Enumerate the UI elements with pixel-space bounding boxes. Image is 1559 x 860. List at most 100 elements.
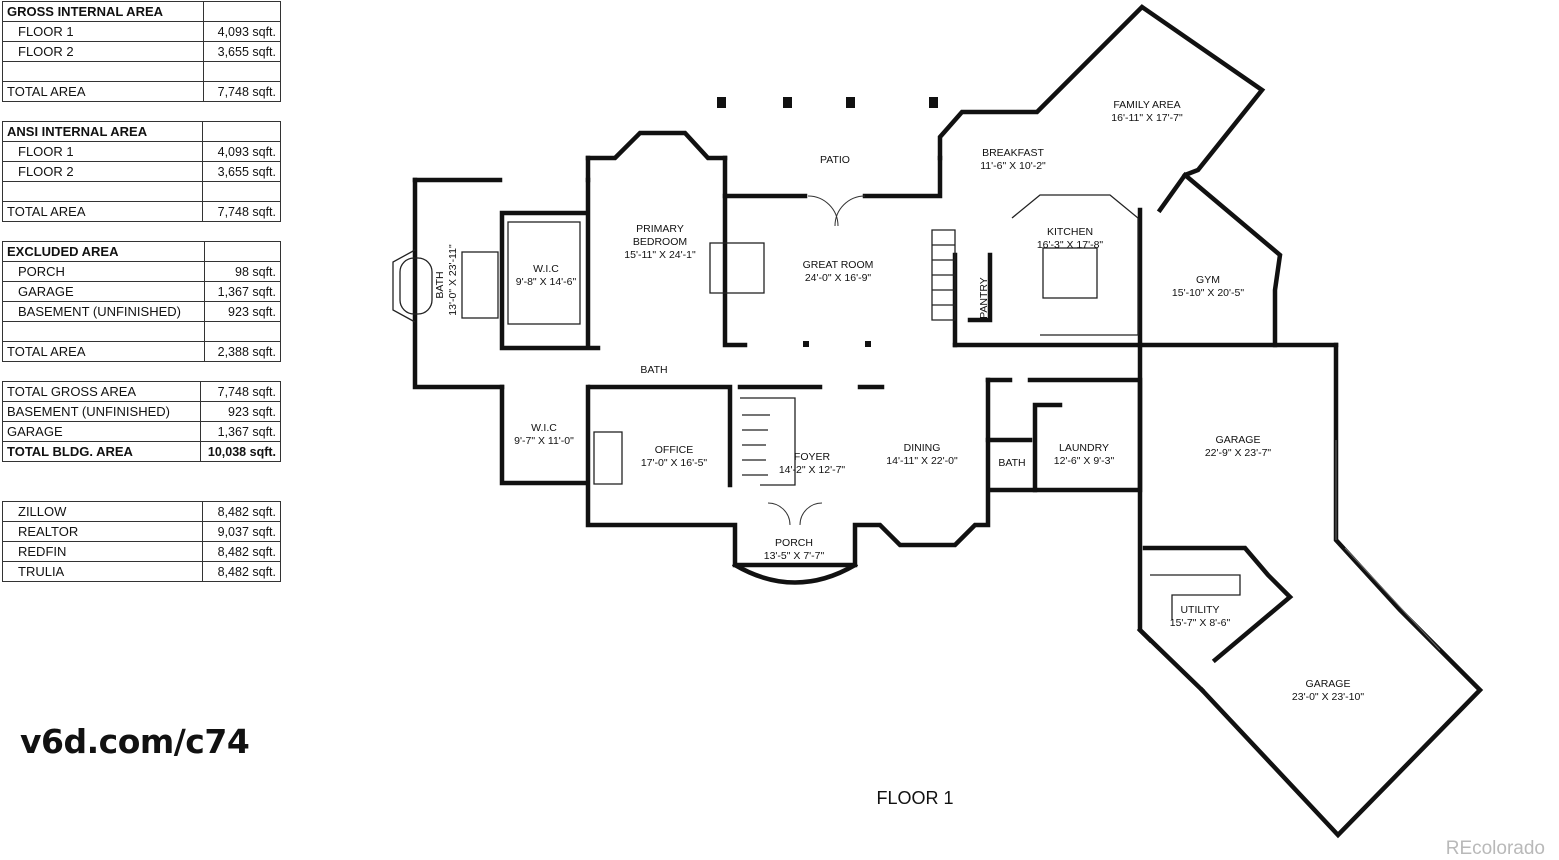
row-value: 1,367 sqft.	[203, 281, 282, 302]
room-name-family-area: FAMILY AREA	[1113, 99, 1180, 111]
row-value: 2,388 sqft.	[203, 341, 282, 362]
room-dims-breakfast: 11'-6" X 10'-2"	[980, 160, 1046, 172]
room-name-dining: DINING	[904, 442, 941, 454]
room-dims-great-room: 24'-0" X 16'-9"	[805, 272, 872, 284]
room-name-foyer: FOYER	[794, 451, 831, 463]
room-dims-office: 17'-0" X 16'-5"	[641, 457, 708, 469]
patio-post	[929, 97, 938, 108]
row-value: 8,482 sqft.	[201, 501, 282, 522]
room-dims-dining: 14'-11" X 22'-0"	[886, 455, 958, 467]
patio-doors	[807, 195, 866, 227]
plan-details	[399, 194, 1441, 651]
row-label: FLOOR 1	[1, 141, 204, 162]
room-name-bath-half: BATH	[640, 364, 667, 376]
room-name-patio: PATIO	[820, 154, 850, 166]
room-dims-wic-2: 9'-7" X 11'-0"	[514, 435, 574, 447]
row-label: TOTAL GROSS AREA	[1, 381, 202, 402]
row-value: 98 sqft.	[203, 261, 282, 282]
stairs-icon	[740, 397, 796, 486]
floor-caption: FLOOR 1	[876, 788, 954, 808]
room-dims-kitchen: 16'-3" X 17'-8"	[1037, 239, 1104, 251]
room-name-office: OFFICE	[655, 444, 694, 456]
room-name-wic-2: W.I.C	[531, 422, 557, 434]
row-label: BASEMENT (UNFINISHED)	[1, 401, 202, 422]
room-dims-family-area: 16'-11" X 17'-7"	[1111, 112, 1183, 124]
room-name-kitchen: KITCHEN	[1047, 226, 1093, 238]
room-name-breakfast: BREAKFAST	[982, 147, 1044, 159]
room-dims-wic-1: 9'-8" X 14'-6"	[516, 276, 577, 288]
room-name-bath-laundry: BATH	[998, 457, 1025, 469]
row-label: TRULIA	[2, 561, 203, 582]
row-label: TOTAL AREA	[2, 341, 205, 362]
room-dims-foyer: 14'-2" X 12'-7"	[779, 464, 846, 476]
room-dims-garage-2: 23'-0" X 23'-10"	[1292, 691, 1364, 703]
patio-post	[783, 97, 792, 108]
kitchen-counter	[1011, 194, 1139, 336]
table-row	[1, 181, 281, 202]
row-value: 3,655 sqft.	[202, 41, 282, 62]
fireplace-icon	[593, 431, 623, 485]
row-value: 923 sqft.	[200, 401, 281, 422]
stairs-icon	[931, 229, 956, 321]
room-labels: PATIO PRIMARY BEDROOM 15'-11" X 24'-1" G…	[434, 99, 1364, 703]
shower-icon	[461, 251, 499, 319]
row-label: TOTAL AREA	[1, 201, 204, 222]
room-dims-laundry: 12'-6" X 9'-3"	[1054, 455, 1115, 467]
room-name-primary-bedroom: PRIMARY	[636, 223, 684, 235]
entry-doors	[767, 502, 823, 526]
room-name-great-room: GREAT ROOM	[803, 259, 874, 271]
room-dims-utility: 15'-7" X 8'-6"	[1170, 617, 1231, 629]
row-label: TOTAL AREA	[2, 81, 204, 102]
bathtub-icon	[399, 257, 433, 315]
table-row	[2, 321, 282, 342]
table-row: BASEMENT (UNFINISHED)923 sqft.	[2, 301, 282, 322]
row-value: 4,093 sqft.	[202, 141, 281, 162]
patio-post	[717, 97, 726, 108]
room-dims-porch: 13'-5" X 7'-7"	[764, 550, 825, 562]
plan-walls	[392, 4, 1484, 839]
room-name-laundry: LAUNDRY	[1059, 442, 1109, 454]
room-dims-primary-bedroom: 15'-11" X 24'-1"	[624, 249, 696, 261]
kitchen-island	[1042, 247, 1098, 299]
garage-doors	[1335, 440, 1441, 651]
closet-outline	[507, 221, 581, 325]
row-label: TOTAL BLDG. AREA	[1, 441, 202, 462]
row-value: 10,038 sqft.	[200, 441, 281, 462]
room-name-garage-1: GARAGE	[1216, 434, 1261, 446]
watermark: REcolorado	[1445, 838, 1545, 859]
room-name-garage-2: GARAGE	[1306, 678, 1351, 690]
row-value: 7,748 sqft.	[202, 201, 281, 222]
row-value: 8,482 sqft.	[201, 561, 282, 582]
table-heading-row: GROSS INTERNAL AREA	[2, 1, 282, 22]
row-value: 7,748 sqft.	[200, 381, 281, 402]
room-name-bath-primary: BATH	[434, 271, 446, 298]
table-row: BASEMENT (UNFINISHED)923 sqft.	[1, 401, 281, 422]
row-value: 7,748 sqft.	[202, 81, 282, 102]
room-name-porch: PORCH	[775, 537, 813, 549]
room-dims-garage-1: 22'-9" X 23'-7"	[1205, 447, 1272, 459]
table-heading-row: ANSI INTERNAL AREA	[1, 121, 281, 142]
room-name-pantry: PANTRY	[978, 277, 990, 319]
column	[803, 341, 809, 347]
patio-posts	[717, 97, 938, 347]
site-link[interactable]: v6d.com/c74	[20, 722, 250, 761]
room-name-gym: GYM	[1196, 274, 1220, 286]
room-name-primary-bedroom-2: BEDROOM	[633, 236, 687, 248]
